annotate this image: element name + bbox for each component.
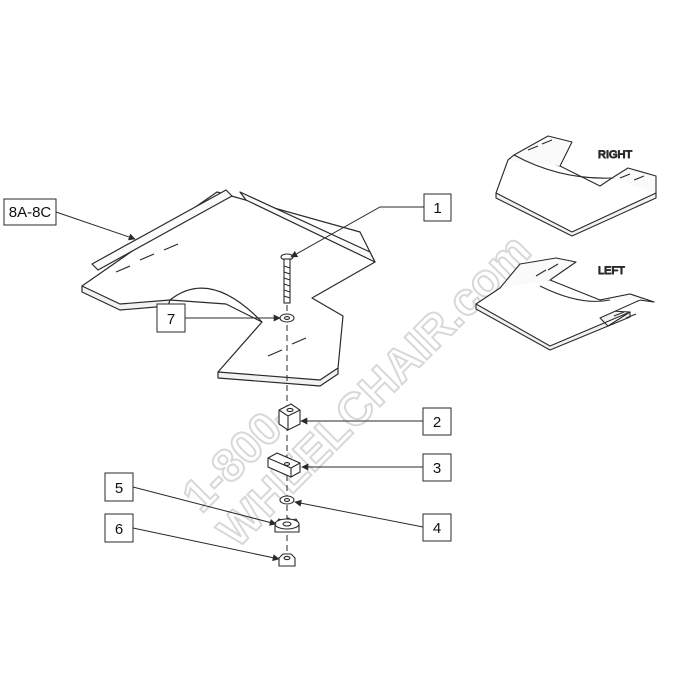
callout-6-label: 6 [115,521,123,538]
callout-3: 3 [422,453,452,482]
callout-assembly-label: 8A-8C [9,204,52,221]
callout-2-label: 2 [433,414,441,431]
callout-5-label: 5 [115,480,123,497]
part-block [267,452,301,478]
part-bolt [280,253,294,304]
part-clamp [278,403,301,431]
footplate-main [81,189,376,387]
callout-2: 2 [422,407,452,436]
right-view-label: RIGHT [598,149,633,161]
callout-1: 1 [423,193,452,222]
part-washer-top [279,313,295,323]
footplate-left-view: LEFT [475,257,655,351]
part-knob [274,517,300,533]
callout-4-label: 4 [433,520,441,537]
part-washer-bottom [279,495,295,505]
callout-3-label: 3 [433,460,441,477]
callout-7: 7 [156,303,186,333]
callout-7-label: 7 [167,311,175,328]
part-nut [278,553,296,567]
callout-assembly: 8A-8C [3,198,57,226]
leader-lines [55,206,424,562]
callout-1-label: 1 [433,200,441,217]
callout-5: 5 [104,472,134,502]
callout-4: 4 [422,513,452,542]
left-view-label: LEFT [598,265,625,277]
footplate-right-view: RIGHT [495,135,657,237]
callout-6: 6 [104,513,134,543]
